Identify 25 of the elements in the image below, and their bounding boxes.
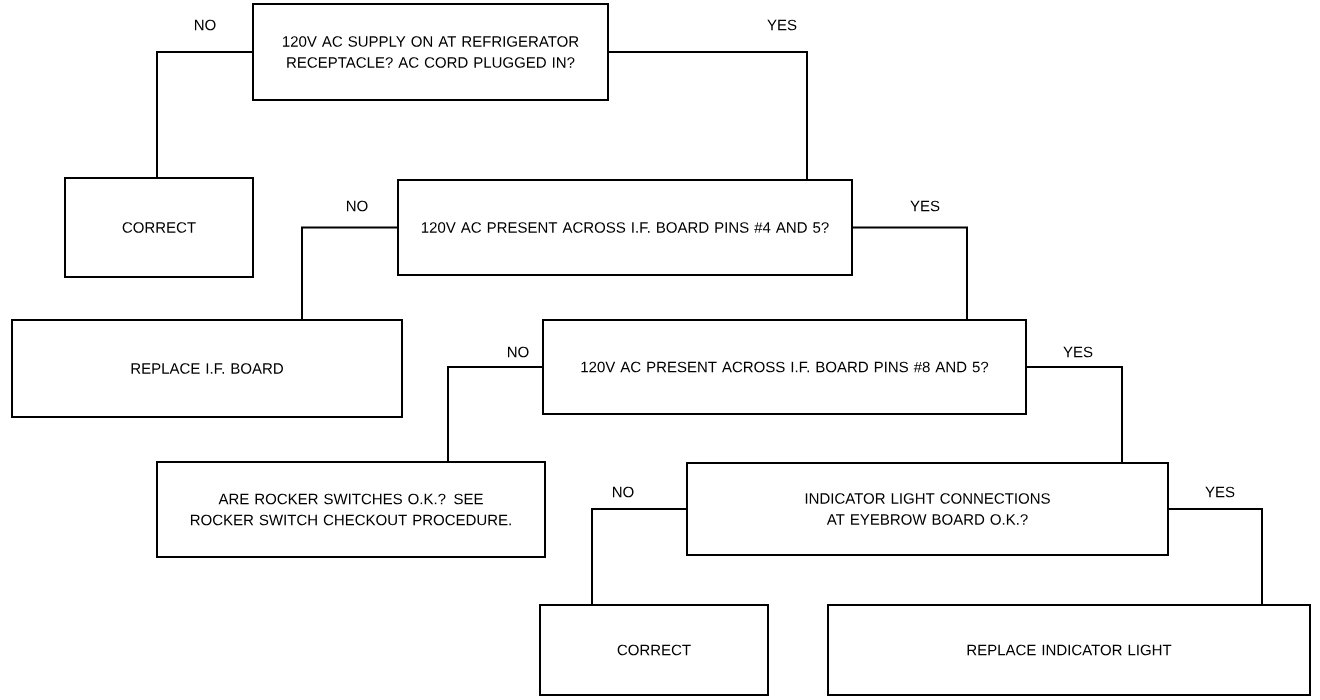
process-box: 120V AC SUPPLY ON AT REFRIGERATOR RECEPTACLE? AC CORD PLUGGED IN?: [252, 3, 609, 101]
connector-line: [447, 366, 543, 462]
connector-line: [608, 51, 808, 180]
edge-label: YES: [908, 198, 942, 214]
edge-label: NO: [504, 344, 532, 360]
process-box: REPLACE I.F. BOARD: [11, 319, 403, 418]
edge-label: YES: [1061, 344, 1095, 360]
connector-line: [1168, 508, 1263, 605]
process-box: REPLACE INDICATOR LIGHT: [827, 604, 1311, 696]
connector-line: [156, 51, 253, 178]
process-box: 120V AC PRESENT ACROSS I.F. BOARD PINS #4 AND 5?: [397, 179, 853, 276]
edge-label: YES: [765, 17, 799, 33]
edge-label: YES: [1203, 484, 1237, 500]
edge-label: NO: [191, 17, 219, 33]
process-box: CORRECT: [64, 177, 254, 278]
process-box: 120V AC PRESENT ACROSS I.F. BOARD PINS #8 AND 5?: [542, 319, 1027, 415]
connector-line: [301, 226, 398, 320]
connector-line: [1026, 366, 1123, 463]
connector-line: [591, 508, 687, 605]
edge-label: NO: [343, 198, 371, 214]
edge-label: NO: [609, 484, 637, 500]
connector-line: [852, 226, 968, 320]
process-box: INDICATOR LIGHT CONNECTIONS AT EYEBROW BOARD O.K.?: [686, 462, 1169, 556]
process-box: ARE ROCKER SWITCHES O.K.? SEE ROCKER SWITCH CHECKOUT PROCEDURE.: [156, 461, 546, 558]
process-box: CORRECT: [539, 604, 769, 696]
